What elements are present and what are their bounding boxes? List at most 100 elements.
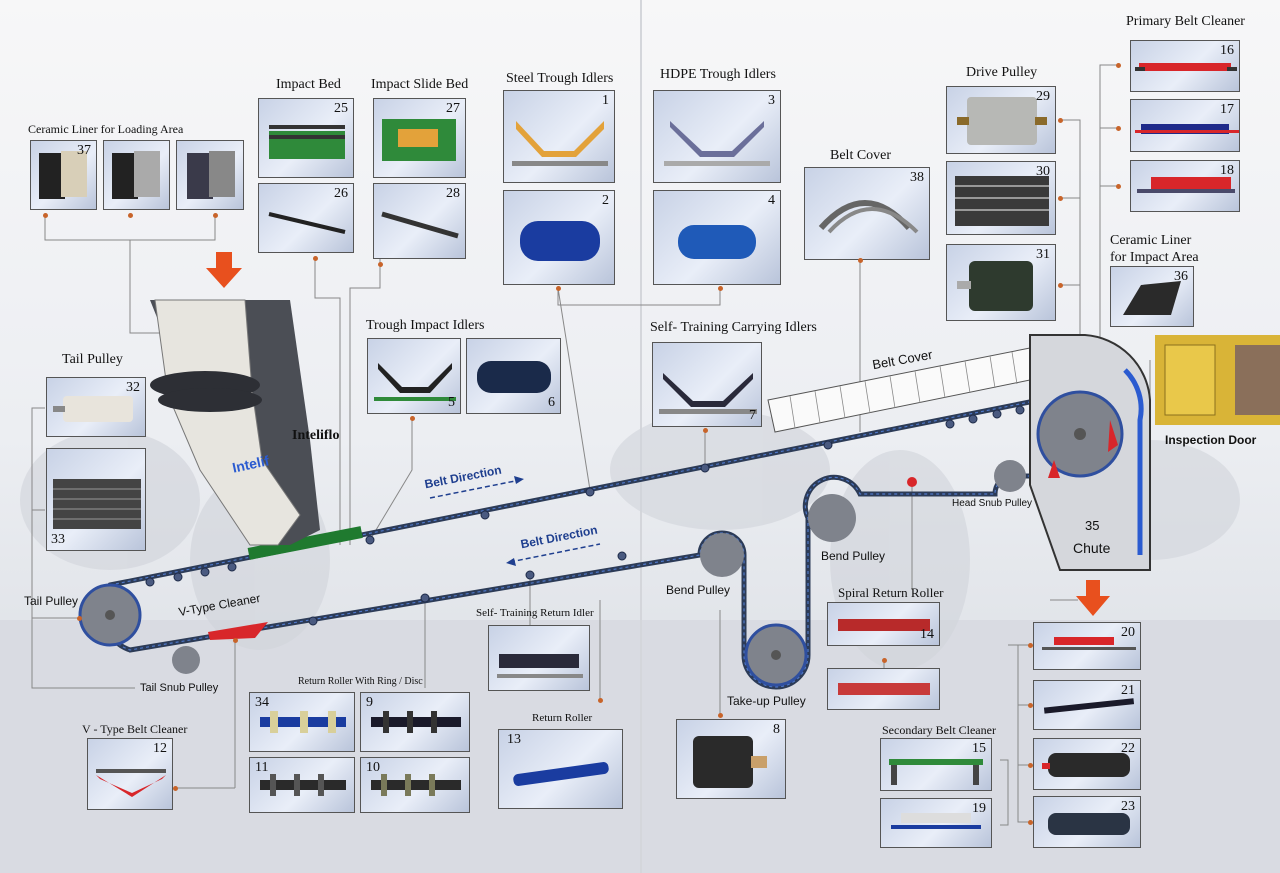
item-number: 19 xyxy=(972,801,986,816)
item-number: 8 xyxy=(773,722,780,737)
product-box-5[interactable]: 5 xyxy=(367,338,461,414)
item-number: 14 xyxy=(920,627,934,642)
chute-number: 35 xyxy=(1085,518,1100,533)
secondary-belt-cleaner-label: Secondary Belt Cleaner xyxy=(882,723,996,737)
return-roller-label: Return Roller xyxy=(532,712,593,724)
bend-pulley-lower-label: Bend Pulley xyxy=(666,583,731,597)
product-box-30[interactable]: 30 xyxy=(946,161,1056,235)
item-number: 20 xyxy=(1121,625,1135,640)
belt-direction-upper-arrow xyxy=(514,476,524,484)
pulleys xyxy=(78,390,1124,687)
product-box-12[interactable]: 10 xyxy=(360,757,470,813)
tail-pulley-top-label: Tail Pulley xyxy=(62,352,123,367)
product-box-23[interactable]: 22 xyxy=(1033,738,1141,790)
inteliflo-label: Inteliflo xyxy=(292,428,340,443)
product-box-15[interactable]: 12 xyxy=(87,738,173,810)
trough-impact-idlers-label: Trough Impact Idlers xyxy=(366,318,485,333)
item-number: 12 xyxy=(153,741,167,756)
item-number: 18 xyxy=(1220,163,1234,178)
product-box-31[interactable]: 31 xyxy=(946,244,1056,321)
connector-dot xyxy=(77,616,82,621)
item-number: 10 xyxy=(366,760,380,775)
secondary-cleaner-marker xyxy=(1048,460,1060,478)
item-number: 28 xyxy=(446,186,460,201)
item-number: 17 xyxy=(1220,102,1234,117)
bend-pulley-upper-label: Bend Pulley xyxy=(821,549,886,563)
product-box-32[interactable]: 32 xyxy=(46,377,146,437)
product-box-9[interactable]: 34 xyxy=(249,692,355,752)
chute-label: Chute xyxy=(1073,540,1111,556)
discharge-arrow-icon xyxy=(1076,580,1110,616)
item-number: 16 xyxy=(1220,43,1234,58)
product-box-21[interactable]: 20 xyxy=(1033,622,1141,670)
connector-dot xyxy=(410,416,415,421)
product-box-8[interactable]: 13 xyxy=(498,729,623,809)
connector-dot xyxy=(43,213,48,218)
product-box-11[interactable]: 9 xyxy=(360,692,470,752)
connector-dot xyxy=(1116,184,1121,189)
product-box-29[interactable]: 29 xyxy=(946,86,1056,154)
inspection-door-label: Inspection Door xyxy=(1165,433,1257,447)
product-box-3[interactable]: 3 xyxy=(653,90,781,183)
item-number: 21 xyxy=(1121,683,1135,698)
product-box-2[interactable]: 2 xyxy=(503,190,615,285)
primary-belt-cleaner-label: Primary Belt Cleaner xyxy=(1126,14,1245,29)
product-box-37-a[interactable]: 37 xyxy=(30,140,97,210)
product-box-26[interactable]: 26 xyxy=(258,183,354,253)
item-number: 6 xyxy=(548,395,555,410)
product-box-33[interactable]: 33 xyxy=(46,448,146,551)
product-box-14[interactable]: 14 xyxy=(827,602,940,646)
product-box-36[interactable]: 36 xyxy=(1110,266,1194,327)
impact-bed-label: Impact Bed xyxy=(276,77,341,92)
product-box-19[interactable]: 15 xyxy=(880,738,992,791)
product-box-28[interactable]: 28 xyxy=(373,183,466,259)
product-box-18[interactable]: 18 xyxy=(1130,160,1240,212)
item-number: 32 xyxy=(126,380,140,395)
product-box-13[interactable] xyxy=(488,625,590,691)
tail-snub-pulley-label: Tail Snub Pulley xyxy=(140,682,219,694)
connector-dot xyxy=(718,713,723,718)
self-training-carrying-idlers-label: Self- Training Carrying Idlers xyxy=(650,320,817,335)
impact-bed-marker xyxy=(247,526,363,560)
product-box-34[interactable]: 8 xyxy=(676,719,786,799)
product-box-24[interactable]: 23 xyxy=(1033,796,1141,848)
product-box-20[interactable]: 19 xyxy=(880,798,992,848)
product-box-25[interactable]: 25 xyxy=(258,98,354,178)
product-box-7[interactable]: 7 xyxy=(652,342,762,427)
item-number: 4 xyxy=(768,193,775,208)
product-box-37-c[interactable] xyxy=(176,140,244,210)
product-box-37-b[interactable] xyxy=(103,140,170,210)
spiral-return-roller-label: Spiral Return Roller xyxy=(838,585,944,600)
connector-dot xyxy=(128,213,133,218)
item-number: 31 xyxy=(1036,247,1050,262)
item-number: 37 xyxy=(77,143,91,158)
product-box-22[interactable]: 21 xyxy=(1033,680,1141,730)
item-number: 2 xyxy=(602,193,609,208)
item-number: 22 xyxy=(1121,741,1135,756)
product-box-17[interactable]: 17 xyxy=(1130,99,1240,152)
item-number: 38 xyxy=(910,170,924,185)
spiral-return-roller-marker xyxy=(907,477,917,487)
connector-dot xyxy=(882,658,887,663)
product-box-27[interactable]: 27 xyxy=(373,98,466,178)
item-number: 1 xyxy=(602,93,609,108)
product-box-10[interactable]: 11 xyxy=(249,757,355,813)
product-box-1[interactable]: 1 xyxy=(503,90,615,183)
connector-dot xyxy=(718,286,723,291)
item-number: 29 xyxy=(1036,89,1050,104)
item-number: 25 xyxy=(334,101,348,116)
belt-direction-lower-arrow xyxy=(506,558,516,566)
item-number: 11 xyxy=(255,760,269,775)
item-number: 5 xyxy=(448,395,455,410)
product-box-16[interactable]: 16 xyxy=(1130,40,1240,92)
product-box-6[interactable]: 6 xyxy=(466,338,561,414)
connector-dot xyxy=(1058,283,1063,288)
hdpe-trough-idlers-label: HDPE Trough Idlers xyxy=(660,67,776,82)
product-box-38[interactable]: 38 xyxy=(804,167,930,260)
connector-dot xyxy=(1116,126,1121,131)
product-box-14-b[interactable] xyxy=(827,668,940,710)
connector-dot xyxy=(1058,118,1063,123)
connector-dot xyxy=(598,698,603,703)
item-number: 27 xyxy=(446,101,460,116)
product-box-4[interactable]: 4 xyxy=(653,190,781,285)
